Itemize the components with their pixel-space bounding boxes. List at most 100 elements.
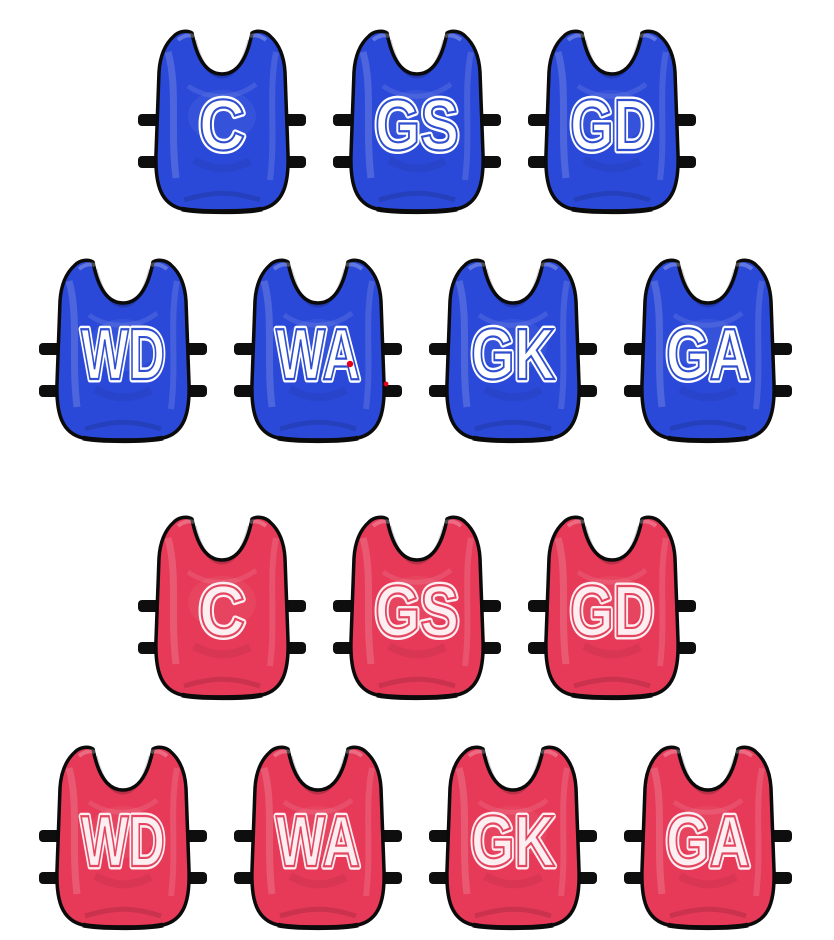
position-letter-pinstripe: GD — [570, 86, 654, 166]
position-letters: WD WD — [78, 799, 169, 886]
position-letter-body: GA — [666, 802, 750, 882]
position-letter-pinstripe: C — [199, 572, 245, 652]
fabric-sheen — [455, 262, 570, 432]
bib-blue-c: C C — [138, 29, 306, 215]
bib-body — [445, 745, 581, 930]
neck-inner-shadow — [679, 755, 737, 795]
bottom-hem-trim — [376, 692, 458, 701]
bib-body — [349, 515, 485, 700]
bottom-hem-trim — [82, 922, 164, 931]
bottom-hem-trim — [277, 922, 359, 931]
position-letter-pinstripe: WA — [276, 802, 360, 882]
fabric-sheen — [65, 262, 180, 432]
bib-red-gs: GS GS — [333, 515, 501, 701]
fabric-sheen — [650, 262, 765, 432]
bib-body — [544, 515, 680, 700]
bib-body — [55, 745, 191, 930]
neck-inner-shadow — [289, 268, 347, 308]
position-letters: WA WA — [273, 799, 364, 886]
fabric-sheen — [65, 749, 180, 919]
fabric-sheen — [650, 749, 765, 919]
position-letter-pinstripe: WD — [81, 802, 165, 882]
position-letter-body: WD — [81, 802, 165, 882]
bottom-hem-trim — [181, 692, 263, 701]
position-letter-pinstripe: GS — [375, 572, 459, 652]
bib-body — [640, 745, 776, 930]
red-mark-dot — [383, 381, 389, 387]
bib-body — [640, 258, 776, 443]
neck-inner-shadow — [679, 268, 737, 308]
bib-body — [349, 29, 485, 214]
position-letter-body: C — [199, 86, 245, 166]
bottom-hem-trim — [376, 206, 458, 215]
position-letter-pinstripe: C — [199, 86, 245, 166]
position-letters: GS GS — [372, 83, 463, 170]
bottom-hem-trim — [82, 435, 164, 444]
position-letters: WD WD — [78, 312, 169, 399]
bib-red-c: C C — [138, 515, 306, 701]
bottom-hem-trim — [571, 206, 653, 215]
bottom-hem-trim — [277, 435, 359, 444]
bib-body — [544, 29, 680, 214]
bottom-hem-trim — [571, 692, 653, 701]
bib-blue-gd: GD GD — [528, 29, 696, 215]
bib-body — [445, 258, 581, 443]
bottom-hem-trim — [667, 922, 749, 931]
fabric-sheen — [554, 519, 669, 689]
position-letter-body: GK — [471, 315, 555, 395]
position-letters: GS GS — [372, 569, 463, 656]
position-letter-pinstripe: WD — [81, 315, 165, 395]
bib-red-wd: WD WD — [39, 745, 207, 931]
bottom-hem-trim — [472, 922, 554, 931]
position-letter-body: WD — [81, 315, 165, 395]
position-letter-pinstripe: GK — [471, 315, 555, 395]
position-letter-pinstripe: GA — [666, 315, 750, 395]
bib-blue-gk: GK GK — [429, 258, 597, 444]
bottom-hem-trim — [472, 435, 554, 444]
fabric-sheen — [554, 33, 669, 203]
bib-body — [250, 258, 386, 443]
position-letters: GA GA — [663, 799, 754, 886]
neck-inner-shadow — [289, 755, 347, 795]
fabric-sheen — [260, 749, 375, 919]
bib-blue-gs: GS GS — [333, 29, 501, 215]
neck-inner-shadow — [193, 39, 251, 79]
neck-inner-shadow — [193, 525, 251, 565]
position-letter-pinstripe: GK — [471, 802, 555, 882]
bib-body — [154, 29, 290, 214]
position-letter-body: GD — [570, 572, 654, 652]
neck-inner-shadow — [583, 525, 641, 565]
position-letter-pinstripe: GA — [666, 802, 750, 882]
bottom-hem-trim — [181, 206, 263, 215]
position-letters: GK GK — [468, 799, 559, 886]
neck-inner-shadow — [94, 755, 152, 795]
position-letters: GA GA — [663, 312, 754, 399]
bib-blue-wa: WA WA — [234, 258, 402, 444]
fabric-sheen — [359, 33, 474, 203]
bib-red-wa: WA WA — [234, 745, 402, 931]
bib-body — [55, 258, 191, 443]
neck-inner-shadow — [484, 268, 542, 308]
position-letter-body: GK — [471, 802, 555, 882]
position-letter-body: WA — [276, 315, 360, 395]
fabric-sheen — [164, 519, 279, 689]
fabric-sheen — [260, 262, 375, 432]
bib-body — [250, 745, 386, 930]
bib-blue-wd: WD WD — [39, 258, 207, 444]
position-letter-body: WA — [276, 802, 360, 882]
position-letters: C C — [196, 83, 249, 170]
position-letter-body: GD — [570, 86, 654, 166]
position-letter-pinstripe: GD — [570, 572, 654, 652]
fabric-sheen — [164, 33, 279, 203]
bottom-hem-trim — [667, 435, 749, 444]
neck-inner-shadow — [583, 39, 641, 79]
bib-red-ga: GA GA — [624, 745, 792, 931]
position-letter-pinstripe: GS — [375, 86, 459, 166]
position-letter-body: GS — [375, 86, 459, 166]
position-letter-pinstripe: WA — [276, 315, 360, 395]
bib-red-gd: GD GD — [528, 515, 696, 701]
position-letters: C C — [196, 569, 249, 656]
fabric-sheen — [455, 749, 570, 919]
neck-inner-shadow — [388, 39, 446, 79]
